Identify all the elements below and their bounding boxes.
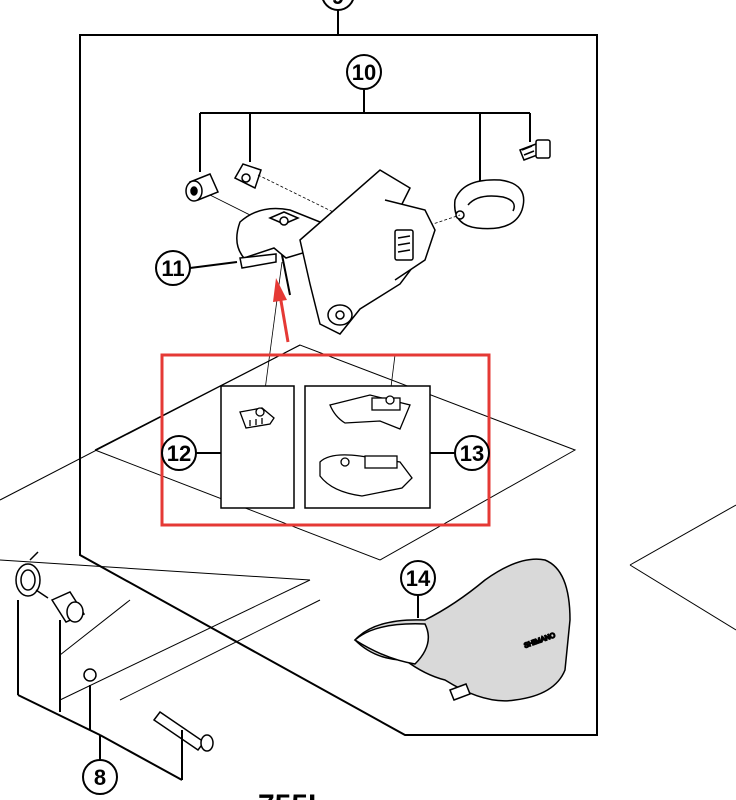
assembly-frame bbox=[79, 34, 598, 736]
pivot-pin bbox=[152, 710, 214, 752]
perspective-guide-lines bbox=[0, 344, 736, 701]
svg-text:9: 9 bbox=[332, 0, 344, 9]
callout-13: 13 bbox=[454, 435, 490, 471]
lower-cover-plate bbox=[319, 454, 413, 497]
callout-10-leaders bbox=[199, 90, 531, 187]
svg-text:10: 10 bbox=[352, 60, 376, 85]
rubber-hood: SHIMANO bbox=[353, 558, 571, 702]
part-12-box bbox=[220, 385, 295, 509]
callout-14: 14 bbox=[400, 560, 436, 596]
callout-8-leaders bbox=[17, 600, 183, 781]
svg-text:14: 14 bbox=[406, 566, 431, 591]
highlight-box bbox=[160, 353, 491, 527]
svg-text:11: 11 bbox=[161, 256, 184, 281]
handlebar-band bbox=[453, 179, 525, 230]
bushing bbox=[50, 591, 86, 623]
callout-8: 8 bbox=[82, 759, 118, 795]
upper-cover-plate bbox=[329, 394, 411, 430]
e-ring bbox=[83, 668, 97, 682]
svg-text:13: 13 bbox=[460, 441, 484, 466]
callout-10: 10 bbox=[346, 54, 382, 90]
bottom-partial-label: 755L bbox=[258, 789, 326, 800]
lever-bracket bbox=[236, 169, 436, 335]
band-screw bbox=[519, 139, 551, 161]
red-highlight-arrow bbox=[273, 278, 290, 343]
svg-text:12: 12 bbox=[167, 441, 191, 466]
small-clip-plate bbox=[239, 407, 275, 429]
callout-9-partial: 9 bbox=[322, 0, 354, 11]
svg-text:8: 8 bbox=[94, 765, 106, 790]
mount-bolt bbox=[185, 173, 220, 202]
callout-12: 12 bbox=[161, 435, 197, 471]
return-spring bbox=[15, 551, 49, 599]
callout-11: 11 bbox=[155, 250, 191, 286]
clamp-nut bbox=[233, 163, 262, 190]
